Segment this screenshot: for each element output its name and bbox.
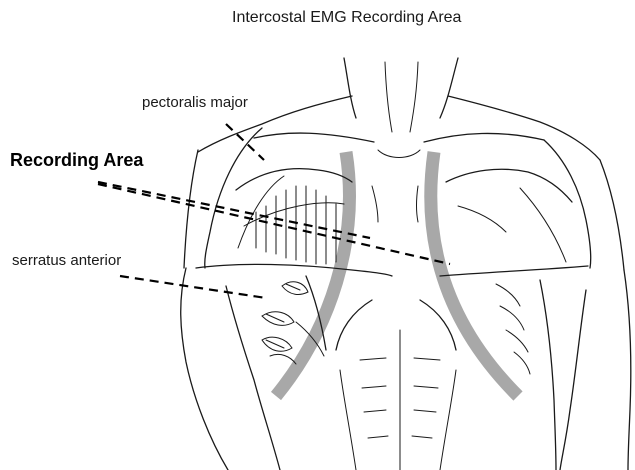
left-recording-hatch (256, 186, 336, 264)
right-clavicle (424, 133, 544, 142)
left-oblique (340, 370, 356, 470)
right-pect-fold (458, 206, 506, 232)
left-deltoid (184, 150, 198, 268)
left-clavicle (254, 133, 374, 142)
recording-callout-upper (98, 182, 370, 238)
throat-notch (378, 150, 420, 158)
right-deltoid (600, 160, 624, 270)
left-arm-inner (226, 286, 280, 470)
right-arm-outer (624, 270, 631, 470)
neck-center-right (410, 62, 418, 132)
neck-right-line (440, 58, 458, 118)
right-trapezius (448, 96, 600, 160)
left-arm-outer (181, 268, 228, 470)
sternum-line-right (417, 186, 419, 222)
sternum-line-left (372, 186, 378, 222)
right-oblique (440, 370, 456, 470)
recording-callout-lower (98, 184, 450, 264)
right-pectoralis-lower (440, 266, 588, 276)
right-pectoralis-upper (446, 169, 572, 202)
diagram-title: Intercostal EMG Recording Area (232, 9, 461, 27)
serratus-callout (120, 276, 266, 298)
serratus-anterior-label: serratus anterior (12, 252, 121, 269)
pectoralis-major-label: pectoralis major (142, 94, 248, 111)
neck-center-left (385, 62, 392, 132)
left-recording-band (276, 152, 349, 396)
left-pectoralis-lower (196, 264, 392, 276)
neck-left-line (344, 58, 356, 118)
right-lat-edge (540, 280, 556, 470)
right-rib-lines (496, 284, 530, 374)
right-pect-curve (520, 188, 566, 262)
abdomen-outline-left (336, 300, 372, 350)
right-deltoid-inner (544, 140, 591, 268)
left-pectoralis-upper (236, 169, 352, 190)
right-arm-inner (560, 290, 586, 470)
pectoralis-callout (226, 124, 264, 160)
recording-area-label: Recording Area (10, 150, 143, 171)
